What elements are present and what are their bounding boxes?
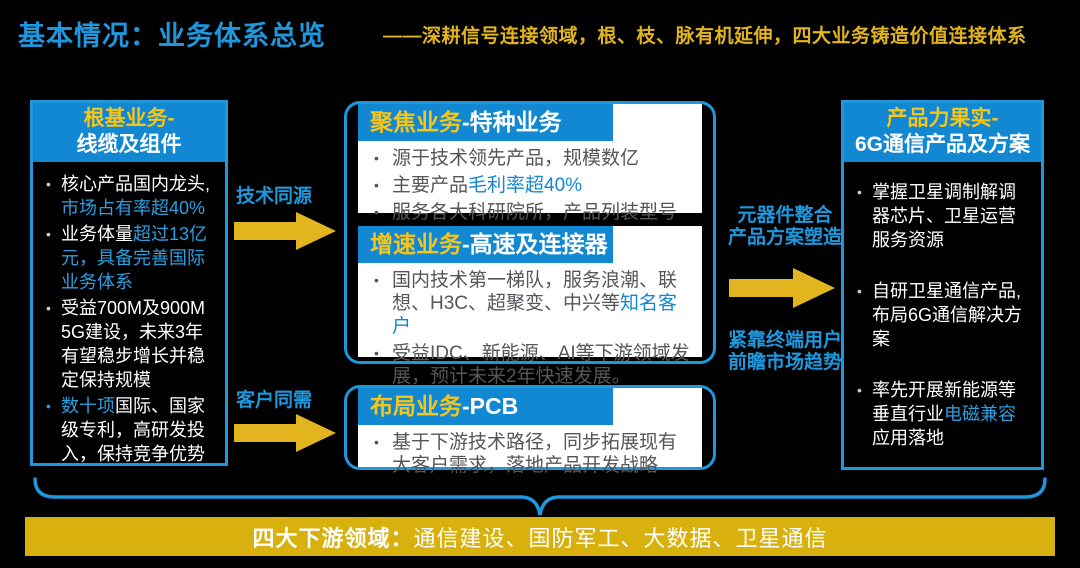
component-integration-line2: 产品方案塑造 — [727, 227, 842, 248]
focus-business-header-rest: -特种业务 — [462, 109, 562, 135]
root-business-header-line2: 线缆及组件 — [76, 133, 182, 156]
root-business-bullet-list: • 核心产品国内龙头, 市场占有率超40% • 业务体量超过13亿元，具备完善国际业务体… — [33, 162, 225, 474]
market-trend-label: 紧靠终端用户 前瞻市场趋势 — [714, 330, 856, 374]
bullet-item: • 国内技术第一梯队，服务浪潮、联想、H3C、超聚变、中兴等知名客户 — [366, 267, 692, 340]
bullet-dot-icon: • — [374, 177, 379, 193]
bullet-text-segment: 自研卫星通信产品,布局6G通信解决方案 — [872, 281, 1023, 349]
bullet-item: • 主要产品毛利率超40% — [366, 172, 692, 199]
focus-business-bullet-list: • 源于技术领先产品，规模数亿 • 主要产品毛利率超40% • 服务各大科研院所，产品列装… — [358, 141, 702, 226]
product-power-header: 产品力果实- 6G通信产品及方案 — [844, 103, 1041, 162]
growth-business-header-rest: -高速及连接器 — [462, 231, 608, 257]
bullet-text-segment: 数十项 — [61, 396, 115, 416]
bullet-dot-icon: • — [46, 300, 51, 316]
focus-business-box: 聚焦业务-特种业务 • 源于技术领先产品，规模数亿 • 主要产品毛利率超40% • 服务各… — [358, 104, 702, 223]
bullet-text-segment: 服务各大科研院所，产品列装型号 — [392, 202, 678, 223]
page-title: 基本情况：业务体系总览 — [18, 21, 326, 51]
bullet-text-segment: 业务体量 — [61, 224, 133, 244]
component-integration-line1: 元器件整合 — [737, 205, 833, 226]
bullet-text-segment: 率先开展新能源等垂直行业 — [872, 380, 1016, 424]
bullet-text-segment: 受益700M及900M 5G建设，未来3年有望稳步增长并稳定保持规模 — [61, 298, 206, 390]
bullet-text-segment: 应用落地 — [872, 428, 944, 448]
product-power-bullet-list: • 掌握卫星调制解调器芯片、卫星运营服务资源 • 自研卫星通信产品,布局6G通信解决方… — [844, 162, 1041, 483]
bullet-item: • 掌握卫星调制解调器芯片、卫星运营服务资源 — [850, 180, 1033, 252]
bullet-item: • 数十项国际、国家级专利，高研发投入，保持竞争优势 — [39, 394, 217, 466]
bullet-text-segment: 核心产品国内龙头, — [61, 174, 211, 194]
downstream-fields-label: 四大下游领域： — [252, 525, 414, 551]
middle-group-outline-bottom — [344, 385, 716, 470]
arrow-right-icon — [234, 212, 336, 250]
bullet-dot-icon: • — [46, 398, 51, 414]
growth-business-header-highlight: 增速业务 — [370, 231, 462, 257]
bullet-item: • 受益IDC、新能源、AI等下游领域发展，预计未来2年快速发展。 — [366, 340, 692, 390]
bullet-dot-icon: • — [46, 176, 51, 192]
root-business-box: 根基业务- 线缆及组件 • 核心产品国内龙头, 市场占有率超40% • 业务体量超过13… — [30, 100, 228, 466]
market-trend-line1: 紧靠终端用户 — [727, 330, 842, 351]
bullet-text-segment: 掌握卫星调制解调器芯片、卫星运营服务资源 — [872, 182, 1016, 250]
bullet-text-segment: 受益IDC、新能源、AI等下游领域发展，预计未来2年快速发展。 — [392, 343, 690, 387]
bullet-dot-icon: • — [374, 150, 379, 166]
bullet-item: • 自研卫星通信产品,布局6G通信解决方案 — [850, 279, 1033, 351]
pcb-business-box: 布局业务-PCB • 基于下游技术路径，同步拓展现有大客户需求，落地产品开发战略 — [358, 388, 702, 476]
bullet-item: • 受益700M及900M 5G建设，未来3年有望稳步增长并稳定保持规模 — [39, 296, 217, 392]
bullet-text-segment: 国内技术第一梯队，服务浪潮、联想、H3C、超聚变、中兴等 — [392, 270, 678, 314]
pcb-business-bullet-list: • 基于下游技术路径，同步拓展现有大客户需求，落地产品开发战略 — [358, 425, 702, 479]
bullet-text-segment: 国际、国家级专利，高研发投入，保持竞争优势 — [61, 396, 205, 464]
bullet-text-segment: 超过13亿元，具备完善国际业务体系 — [61, 224, 208, 292]
growth-business-box: 增速业务-高速及连接器 • 国内技术第一梯队，服务浪潮、联想、H3C、超聚变、中兴… — [358, 226, 702, 387]
page-subtitle: ——深耕信号连接领域，根、枝、脉有机延伸，四大业务铸造价值连接体系 — [383, 26, 1027, 47]
bullet-text-segment: 电磁兼容 — [944, 404, 1016, 424]
bullet-item: • 服务各大科研院所，产品列装型号 — [366, 199, 692, 226]
focus-business-header: 聚焦业务-特种业务 — [358, 104, 613, 141]
customer-same-need-label: 客户同需 — [236, 390, 313, 411]
tech-same-origin-label: 技术同源 — [236, 186, 313, 207]
bullet-text-segment: 毛利率超40% — [468, 175, 583, 196]
bullet-text-segment: 知名客户 — [392, 293, 678, 337]
arrow-right-icon — [729, 268, 835, 308]
growth-business-header: 增速业务-高速及连接器 — [358, 226, 613, 263]
arrow-right-icon — [234, 414, 336, 452]
bullet-dot-icon: • — [46, 226, 51, 242]
bullet-dot-icon: • — [374, 204, 379, 220]
bullet-item: • 核心产品国内龙头, 市场占有率超40% — [39, 172, 217, 220]
bullet-text-segment: 主要产品 — [392, 175, 469, 196]
bullet-dot-icon: • — [374, 272, 379, 288]
product-power-header-line2: 6G通信产品及方案 — [854, 133, 1030, 156]
bullet-item: • 基于下游技术路径，同步拓展现有大客户需求，落地产品开发战略 — [366, 429, 692, 479]
market-trend-line2: 前瞻市场趋势 — [727, 352, 842, 373]
bullet-text-segment: 源于技术领先产品，规模数亿 — [392, 148, 640, 169]
bullet-item: • 源于技术领先产品，规模数亿 — [366, 145, 692, 172]
product-power-box: 产品力果实- 6G通信产品及方案 • 掌握卫星调制解调器芯片、卫星运营服务资源 • 自… — [841, 100, 1044, 470]
bullet-dot-icon: • — [374, 345, 379, 361]
root-business-header: 根基业务- 线缆及组件 — [33, 103, 225, 162]
bullet-dot-icon: • — [857, 283, 862, 299]
downstream-fields-list: 通信建设、国防军工、大数据、卫星通信 — [413, 525, 828, 551]
brace-icon — [33, 477, 1047, 516]
bullet-text-segment: 市场占有率超40% — [61, 198, 206, 218]
downstream-fields-bar: 四大下游领域：通信建设、国防军工、大数据、卫星通信 — [25, 517, 1055, 556]
bullet-dot-icon: • — [374, 434, 379, 450]
growth-business-bullet-list: • 国内技术第一梯队，服务浪潮、联想、H3C、超聚变、中兴等知名客户 • 受益IDC、… — [358, 263, 702, 390]
bullet-item: • 率先开展新能源等垂直行业电磁兼容应用落地 — [850, 378, 1033, 450]
bullet-dot-icon: • — [857, 382, 862, 398]
bullet-item: • 业务体量超过13亿元，具备完善国际业务体系 — [39, 222, 217, 294]
pcb-business-header-rest: -PCB — [462, 393, 519, 419]
middle-group-outline-top — [344, 101, 716, 364]
pcb-business-header-highlight: 布局业务 — [370, 393, 462, 419]
root-business-header-line1: 根基业务- — [83, 107, 175, 130]
bullet-text-segment: 基于下游技术路径，同步拓展现有大客户需求，落地产品开发战略 — [392, 432, 678, 476]
product-power-header-line1: 产品力果实- — [886, 107, 999, 130]
component-integration-label: 元器件整合 产品方案塑造 — [714, 205, 856, 249]
pcb-business-header: 布局业务-PCB — [358, 388, 613, 425]
focus-business-header-highlight: 聚焦业务 — [370, 109, 462, 135]
bullet-dot-icon: • — [857, 184, 862, 200]
